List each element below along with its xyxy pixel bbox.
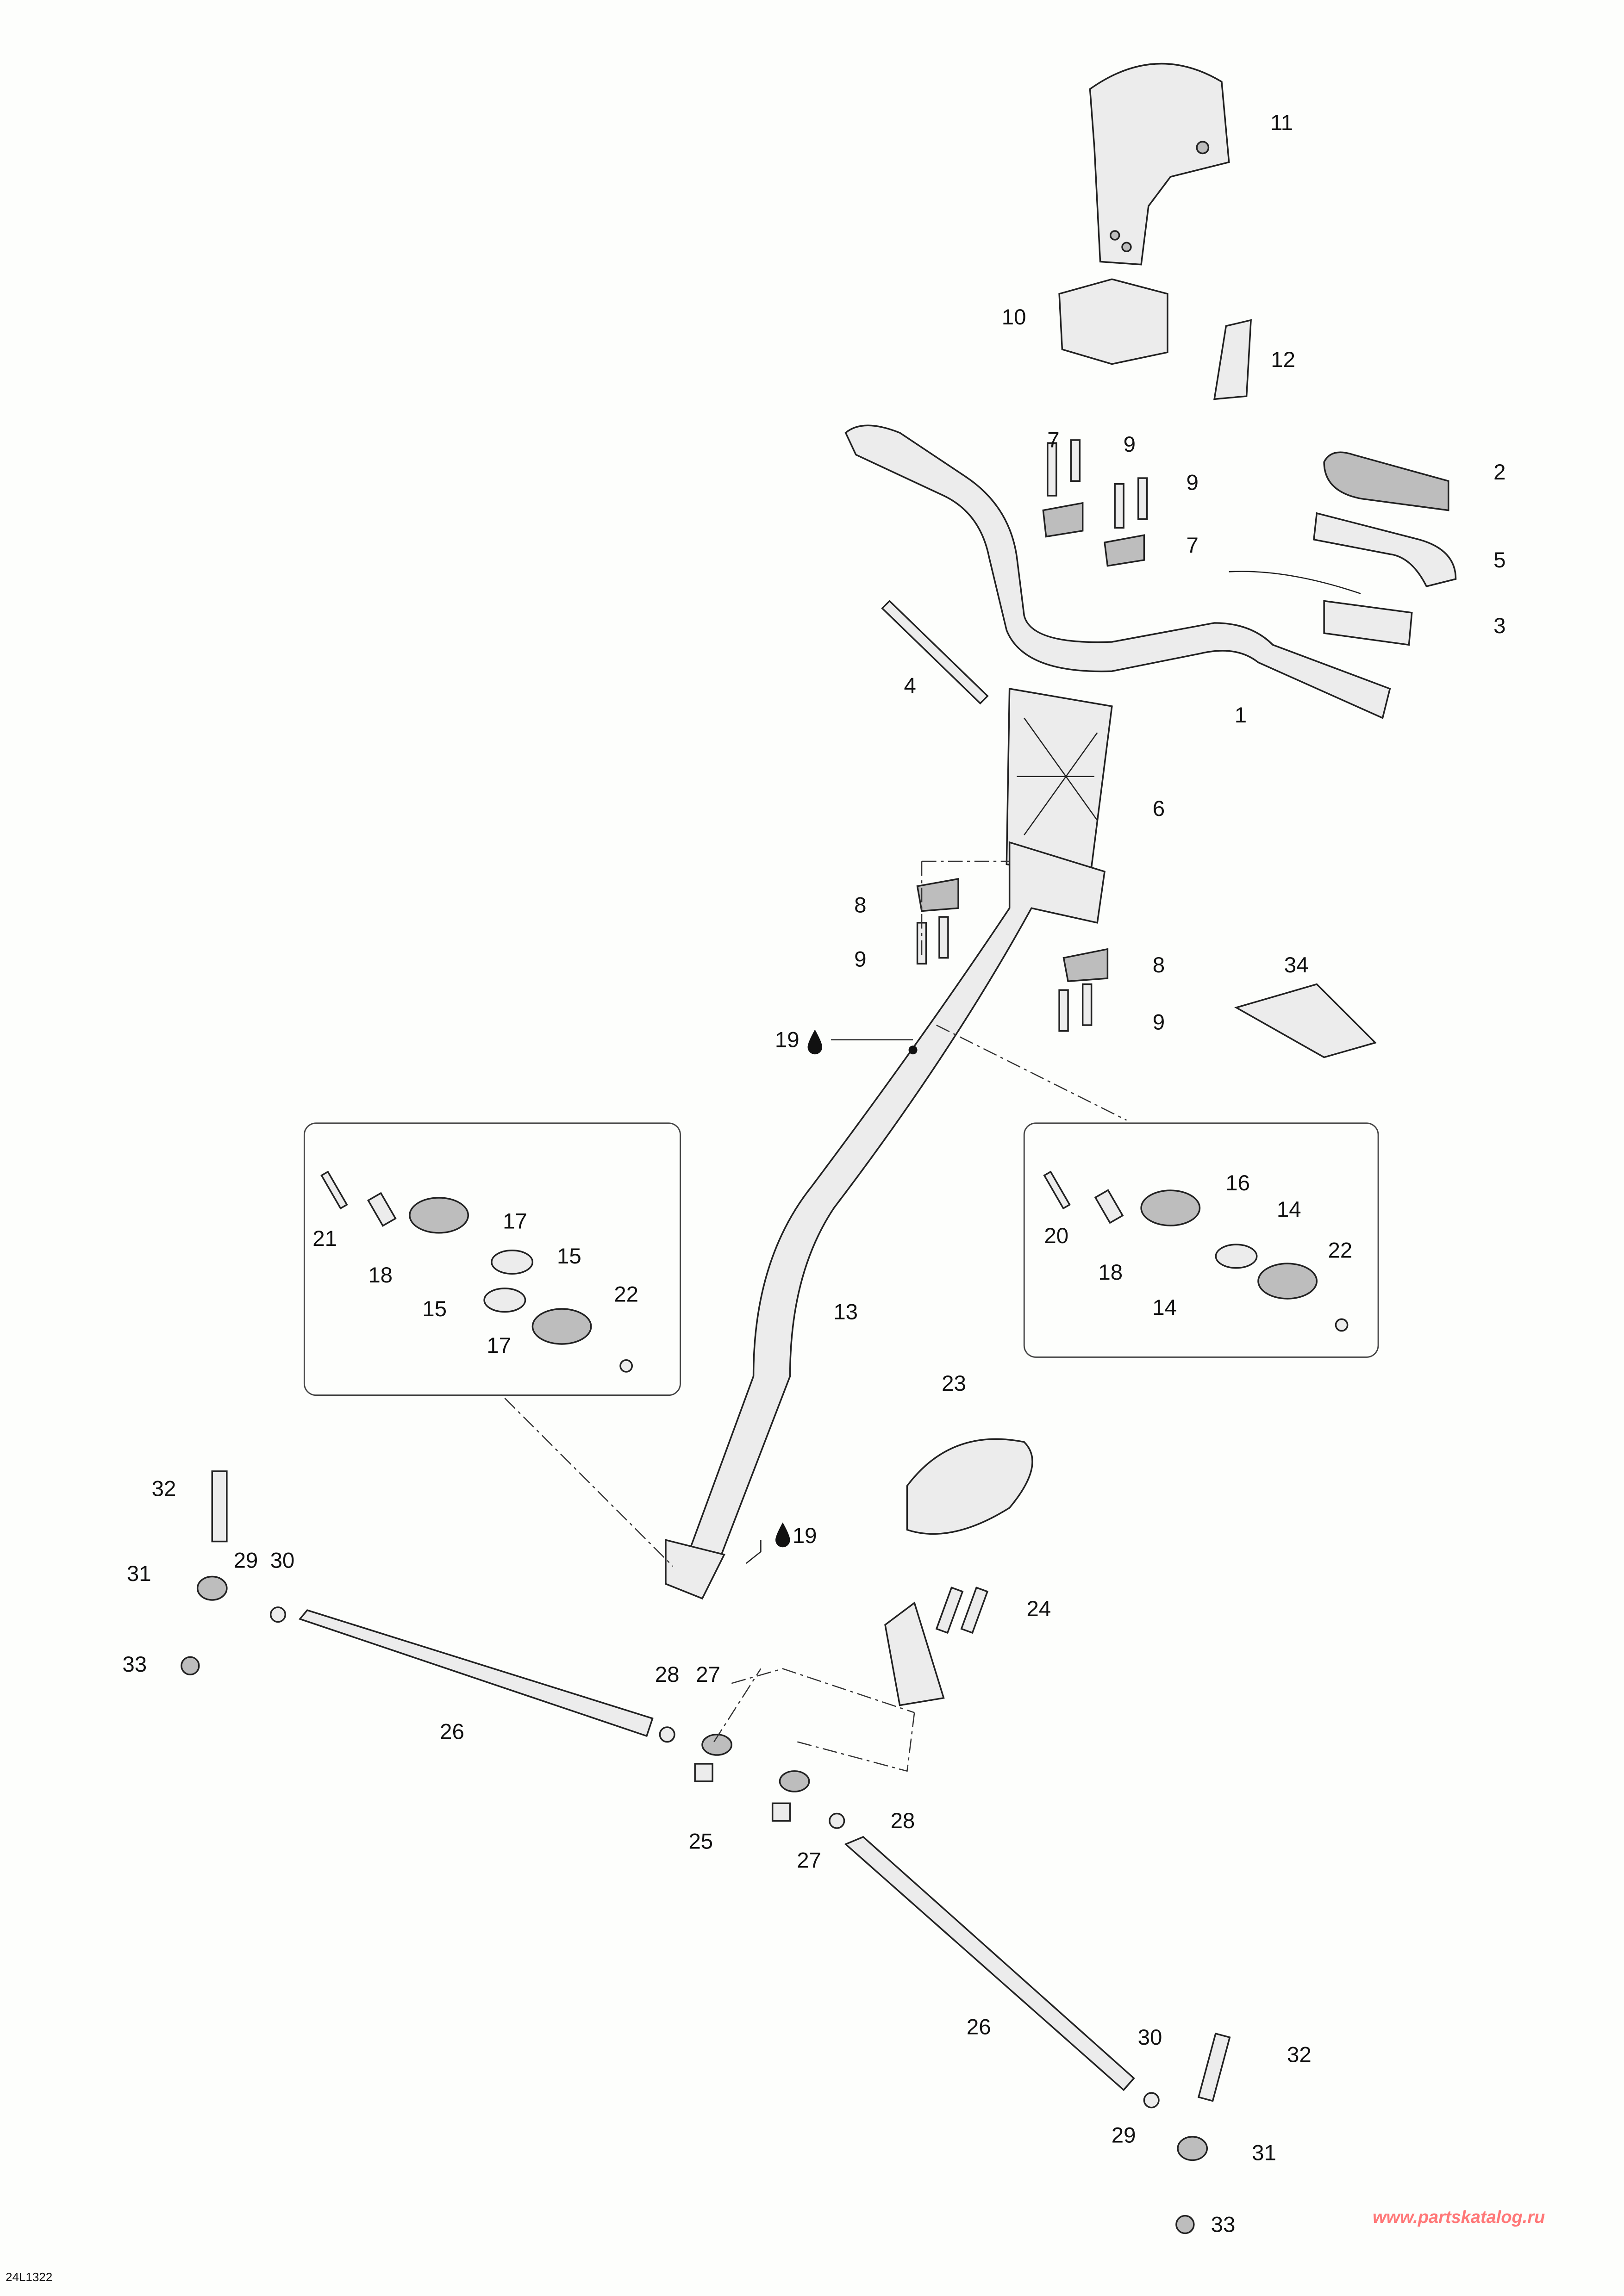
callout-22: 22 (1328, 1238, 1353, 1263)
part-23-boot (906, 1438, 1033, 1535)
callout-17: 17 (487, 1333, 511, 1358)
part-4-tube (881, 600, 989, 705)
callout-18: 18 (1098, 1260, 1123, 1285)
callout-21: 21 (312, 1226, 337, 1251)
callout-24: 24 (1026, 1597, 1051, 1621)
callout-14: 14 (1277, 1197, 1301, 1222)
part-26-tie-rod-upper (298, 1609, 654, 1737)
part-5-grip (1313, 512, 1457, 587)
callout-32: 32 (1287, 2043, 1312, 2067)
callout-1: 1 (1235, 703, 1247, 728)
callout-31: 31 (127, 1562, 151, 1586)
callout-15: 15 (557, 1244, 581, 1269)
callout-28: 28 (891, 1809, 915, 1833)
part-1-handlebar (844, 424, 1391, 719)
callout-9: 9 (1153, 1010, 1165, 1035)
callout-27: 27 (797, 1848, 821, 1873)
callout-2: 2 (1493, 460, 1505, 485)
part-10-pad (1058, 278, 1168, 365)
callout-30: 30 (1138, 2025, 1162, 2050)
callout-33: 33 (122, 1652, 147, 1677)
part-24-pitman-arm (884, 1601, 945, 1706)
callout-32: 32 (152, 1477, 176, 1501)
callout-23: 23 (942, 1371, 966, 1396)
callout-28: 28 (655, 1662, 680, 1687)
callout-26: 26 (440, 1719, 464, 1744)
callout-9: 9 (1187, 470, 1199, 495)
callout-3: 3 (1493, 614, 1505, 638)
part-12-clip (1213, 319, 1252, 400)
watermark: www.partskatalog.ru (1373, 2208, 1545, 2227)
part-3-grip-sleeve (1323, 600, 1413, 646)
callout-31: 31 (1252, 2140, 1276, 2165)
callout-12: 12 (1271, 348, 1295, 372)
callout-9: 9 (1124, 432, 1136, 457)
diagram-code: 24L1322 (6, 2270, 53, 2284)
callout-8: 8 (1153, 953, 1165, 977)
callout-7: 7 (1047, 428, 1059, 453)
callout-15: 15 (422, 1297, 447, 1321)
detail-box-left (303, 1122, 681, 1396)
callout-10: 10 (1002, 305, 1026, 330)
callout-20: 20 (1044, 1224, 1068, 1248)
part-11-handlebar-cover (1089, 62, 1230, 266)
callout-29: 29 (234, 1549, 258, 1573)
part-34-plate (1234, 983, 1377, 1058)
part-2-grip (1323, 451, 1449, 511)
lubricant-drop-icon (807, 1029, 823, 1055)
callout-29: 29 (1112, 2123, 1136, 2148)
callout-5: 5 (1493, 548, 1505, 572)
callout-33: 33 (1211, 2212, 1236, 2237)
callout-4: 4 (904, 674, 916, 698)
callout-18: 18 (368, 1263, 393, 1288)
callout-26: 26 (967, 2015, 991, 2040)
callout-11: 11 (1270, 111, 1293, 135)
detail-box-right (1023, 1122, 1379, 1358)
callout-25: 25 (688, 1829, 713, 1854)
callout-16: 16 (1225, 1171, 1250, 1195)
callout-17: 17 (503, 1209, 527, 1233)
callout-27: 27 (696, 1662, 720, 1687)
callout-34: 34 (1284, 953, 1309, 977)
callout-13: 13 (833, 1300, 858, 1324)
callout-19: 19 (793, 1524, 817, 1548)
callout-22: 22 (614, 1282, 638, 1307)
lubricant-drop-icon (775, 1522, 790, 1548)
part-13-steering-column (683, 841, 1106, 1568)
part-26-tie-rod-lower (844, 1836, 1135, 2091)
callout-30: 30 (270, 1549, 295, 1573)
callout-14: 14 (1152, 1295, 1177, 1320)
callout-9: 9 (854, 947, 866, 972)
callout-6: 6 (1153, 796, 1165, 821)
callout-19: 19 (775, 1027, 800, 1052)
callout-7: 7 (1187, 533, 1199, 558)
callout-8: 8 (854, 893, 866, 918)
